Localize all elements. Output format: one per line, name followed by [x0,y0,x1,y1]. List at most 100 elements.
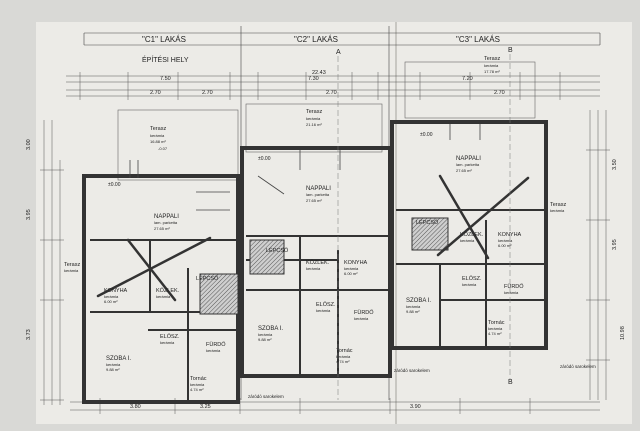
section-mark-b-bottom: B [508,379,513,386]
room-bed-c2: SZOBA I. [258,326,283,332]
room-living-c1: NAPPALI [154,214,179,220]
room-living-c2-detail: lam. parketta [306,192,330,197]
level-mark-c2: ±0.00 [258,156,271,162]
room-bed-c3-detail: kerámia [406,304,421,309]
room-hall-c3-detail: kerámia [460,238,475,243]
room-vest-c3-detail: kerámia [462,282,477,287]
room-terrace-c2-detail: kerámia [306,116,321,121]
room-terrace-side-left-detail: kerámia [64,268,79,273]
room-bed-c1-detail: kerámia [106,362,121,367]
dim-c: 2.70 [326,90,337,96]
dim-right-1: 3.50 [612,159,618,170]
room-terrace-c3-top: Terasz [484,56,500,62]
room-terrace-side-left: Terasz [64,262,80,268]
room-porch-c3-detail: kerámia [488,326,503,331]
section-mark-a: A [336,49,341,56]
room-kitchen-c2-area: 6.00 m² [344,271,358,276]
level-mark-c3: ±0.00 [420,132,433,138]
terrace-outlines [117,61,536,181]
room-living-c3-detail: lam. parketta [456,162,480,167]
dim-bottom-3: 3.25 [200,404,211,410]
dim-unit-c1: 7.50 [160,76,171,82]
room-porch-c2-detail: kerámia [336,354,351,359]
room-porch-c3: Tornác [488,320,505,326]
dim-left-3: 3.73 [26,329,32,340]
room-bed-c3-area: 9.88 m² [406,309,420,314]
room-kitchen-c2: KONYHA [344,260,368,266]
room-porch-c2-area: 4.74 m² [336,359,350,364]
dim-a: 2.70 [150,90,161,96]
top-dimension-lines [66,75,600,97]
unit-c3-walls [390,120,548,350]
dim-bottom-1: 3.80 [130,404,141,410]
unit-c3-title: "C3" LAKÁS [456,35,500,44]
room-vest-c2-detail: kerámia [316,308,331,313]
room-porch-c1-area: 4.74 m² [190,387,204,392]
cross-out-marks [96,174,530,302]
section-mark-b-top: B [508,47,513,54]
room-stair-c1: LÉPCSŐ [196,275,219,282]
dim-bottom-2: 3.90 [410,404,421,410]
room-bed-c1-area: 9.88 m² [106,367,120,372]
room-living-c1-area: 27.65 m² [154,226,170,231]
room-bath-c3: FÜRDŐ [504,283,524,290]
room-vest-c1-detail: kerámia [160,340,175,345]
room-living-c1-detail: lam. parketta [154,220,178,225]
room-kitchen-c1-detail: kerámia [104,294,119,299]
corner-note-1: záródó sarokelem [248,394,284,399]
room-stair-c2: LÉPCSŐ [266,247,289,254]
room-hall-c1-detail: kerámia [156,294,171,299]
room-kitchen-c2-detail: kerámia [344,266,359,271]
unit-c1-title: "C1" LAKÁS [142,35,186,44]
room-kitchen-c1: KONYHA [104,288,128,294]
dim-unit-c2: 7.30 [308,76,319,82]
room-label-group: Terasz kerámia 17.78 m² Terasz kerámia 1… [64,56,566,392]
room-porch-c3-area: 4.74 m² [488,331,502,336]
room-bath-c1: FÜRDŐ [206,341,226,348]
room-living-c2: NAPPALI [306,186,331,192]
room-hall-c2: KÖZLEK. [306,259,330,266]
dim-left-1: 3.00 [26,139,32,150]
corner-note-2: záródó sarokelem [394,368,430,373]
room-living-c3: NAPPALI [456,156,481,162]
room-porch-c1: Tornác [190,376,207,382]
room-terrace-c1: Terasz [150,126,166,132]
room-hall-c3: KÖZLEK. [460,231,484,238]
room-bath-c2: FÜRDŐ [354,309,374,316]
dim-right-3: 10.98 [620,326,626,340]
dim-unit-c3: 7.20 [462,76,473,82]
room-terrace-c2: Terasz [306,109,322,115]
unit-c2-walls [240,146,392,378]
room-bath-c3-detail: kerámia [504,290,519,295]
dim-b: 2.70 [202,90,213,96]
room-terrace-c2-area: 21.16 m² [306,122,322,127]
room-stair-c3: LÉPCSŐ [416,219,439,226]
room-kitchen-c3-detail: kerámia [498,238,513,243]
dim-left-2: 3.95 [26,209,32,220]
room-terrace-c3-top-area: 17.78 m² [484,69,500,74]
dim-right-2: 3.95 [612,239,618,250]
corner-note-3: záródó sarokelem [560,364,596,369]
room-bed-c1: SZOBA I. [106,356,131,362]
top-dimension-ticks [79,72,561,100]
side-dimension-lines [40,110,610,405]
room-kitchen-c1-area: 6.00 m² [104,299,118,304]
room-bed-c3: SZOBA I. [406,298,431,304]
dim-d: 2.70 [494,90,505,96]
room-hall-c2-detail: kerámia [306,266,321,271]
room-bath-c1-detail: kerámia [206,348,221,353]
room-kitchen-c3-area: 6.00 m² [498,243,512,248]
room-bed-c2-detail: kerámia [258,332,273,337]
unit-c2-title: "C2" LAKÁS [294,35,338,44]
room-terrace-c1-area: 16.88 m² [150,139,166,144]
paper-sheet [36,22,632,424]
room-porch-c2: Tornác [336,348,353,354]
room-living-c2-area: 27.65 m² [306,198,322,203]
room-bed-c2-area: 9.88 m² [258,337,272,342]
room-porch-c1-detail: kerámia [190,382,205,387]
unit-c1-walls [82,174,240,404]
room-terrace-side-right: Terasz [550,202,566,208]
room-terrace-side-right-detail: kerámia [550,208,565,213]
room-living-c3-area: 27.65 m² [456,168,472,173]
